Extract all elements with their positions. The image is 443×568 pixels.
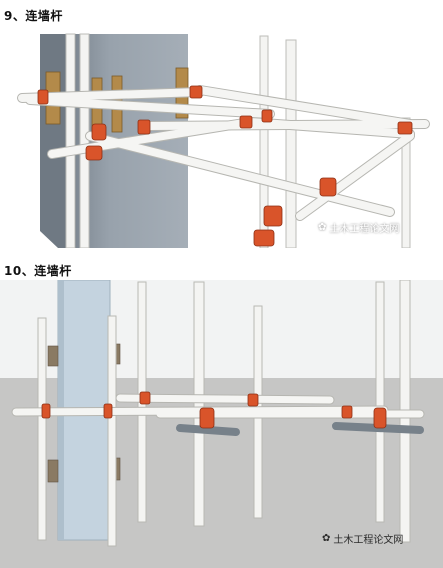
horizontal-tubes	[17, 85, 430, 221]
figure-9-watermark: ✿ 土木工程论文网	[318, 220, 399, 235]
figure-10-illustration	[0, 280, 443, 568]
figure-10-caption: 10、连墙杆	[4, 264, 72, 278]
figure-9-watermark-text: 土木工程论文网	[329, 224, 400, 235]
vertical-standards	[65, 33, 411, 248]
wechat-icon: ✿	[322, 533, 331, 544]
coupler-clamps	[41, 391, 387, 429]
wechat-icon: ✿	[318, 222, 327, 233]
figure-9-caption: 9、连墙杆	[4, 9, 63, 23]
coupler-clamps	[37, 85, 413, 247]
figure-10-watermark-text: 土木工程论文网	[333, 535, 404, 546]
figure-9-illustration	[0, 26, 443, 248]
figure-10-watermark: ✿ 土木工程论文网	[322, 531, 403, 546]
